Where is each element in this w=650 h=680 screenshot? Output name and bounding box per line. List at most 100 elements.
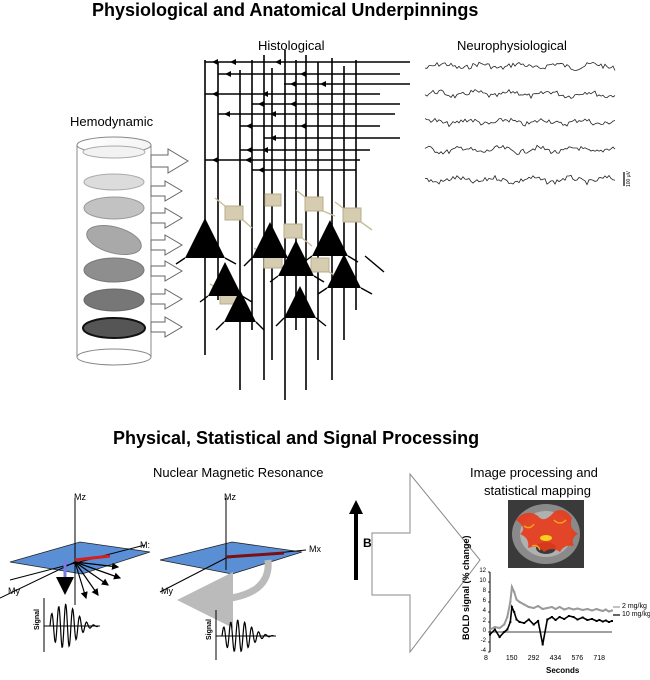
brain-activation-map [508, 500, 584, 568]
chart-point [604, 619, 607, 622]
chart-y-tick-label: -4 [480, 648, 486, 654]
fid-axes [43, 598, 276, 660]
chart-point [518, 621, 521, 623]
fid-wave-1 [49, 603, 99, 648]
fid-signal-2 [221, 619, 275, 653]
chart-point [572, 608, 575, 611]
chart-point [550, 616, 553, 618]
chart-point [581, 616, 584, 619]
chart-point [586, 608, 589, 610]
bottom-title: Physical, Statistical and Signal Process… [113, 428, 480, 448]
chart-point [523, 622, 526, 624]
chart-point [489, 633, 491, 636]
chart-y-tick-label: 8 [482, 588, 486, 594]
chart-legend-label: 2 mg/kg [622, 603, 647, 610]
b0-letter: B [363, 536, 372, 550]
chart-point [527, 618, 530, 621]
chart-point [581, 609, 584, 611]
chart-point [523, 603, 526, 606]
chart-point [510, 606, 513, 608]
chart-xlabel: Seconds [546, 666, 580, 675]
chart-point [546, 618, 549, 621]
chart-x-tick-label: 8 [484, 655, 488, 662]
chart-y-tick-label: 2 [482, 618, 486, 624]
chart-point [572, 616, 575, 618]
chart-x-tick-label: 292 [527, 655, 540, 662]
chart-x-tick-label: 150 [505, 655, 518, 662]
chart-point [591, 609, 593, 612]
chart-point [591, 618, 593, 620]
chart-point [554, 619, 557, 621]
label-nmr: Nuclear Magnetic Resonance [153, 465, 324, 480]
neuro-trace-2 [424, 88, 616, 100]
chart-point [541, 643, 544, 646]
chart-point [563, 618, 566, 620]
neuro-trace-5 [424, 174, 616, 186]
chart-point [558, 616, 561, 618]
chart-point [563, 608, 566, 611]
chart-y-tick-label: 4 [482, 608, 486, 614]
chart-y-tick-label: 12 [479, 568, 486, 574]
chart-point [493, 628, 496, 631]
chart-point [510, 586, 513, 588]
chart-y-tick-label: -2 [480, 638, 486, 644]
hemo-disks [82, 145, 146, 339]
chart-point [518, 601, 521, 603]
chart-point [595, 620, 598, 622]
chart-point [515, 618, 518, 621]
chart-point [567, 615, 570, 617]
chart-legend-label: 10 mg/kg [622, 611, 650, 618]
chart-ylabel-text: BOLD signal (% change) [461, 535, 471, 640]
chart-y-tick-label: 10 [479, 578, 486, 584]
nmr1-mz-label: Mz [74, 492, 86, 502]
chart-point [546, 607, 549, 609]
fid-signal-1 [49, 603, 99, 648]
hemodynamic-cylinder [76, 136, 152, 366]
chart-point [509, 601, 512, 603]
processing-arrow [371, 472, 481, 654]
nmr-diagram-2 [159, 498, 307, 628]
chart-ylabel-1: BOLD signal (% change) [461, 535, 471, 640]
pyramidal-neurons [185, 218, 361, 322]
chart-point [601, 610, 604, 612]
histology-network [204, 50, 410, 400]
chart-point [515, 598, 518, 601]
nmr2-mz-label: Mz [224, 492, 236, 502]
chart-point [506, 628, 509, 631]
chart-point [503, 623, 506, 626]
hemo-arrows [150, 148, 189, 338]
neuro-trace-1 [424, 61, 616, 71]
nmr-diagram-1 [0, 498, 151, 605]
chart-point [595, 608, 598, 610]
neuron-dendrites [175, 255, 385, 331]
chart-point [611, 620, 613, 622]
label-hemodynamic: Hemodynamic [70, 114, 154, 129]
chart-point [576, 618, 579, 621]
chart-point [607, 610, 610, 613]
chart-point [604, 608, 607, 611]
chart-point [598, 609, 601, 611]
chart-point [586, 619, 589, 621]
neuro-trace-4 [424, 144, 616, 155]
chart-point [506, 616, 509, 618]
chart-point [537, 605, 540, 607]
chart-point [607, 621, 610, 623]
fid-wave-2 [221, 619, 275, 653]
histology-arrowheads [212, 59, 326, 173]
chart-point [550, 606, 553, 608]
chart-x-tick-label: 576 [571, 655, 584, 662]
chart-point [513, 611, 516, 613]
chart-point [493, 626, 496, 628]
chart-point [498, 636, 501, 638]
chart-point [527, 606, 530, 608]
chart-point [576, 607, 579, 610]
chart-point [554, 608, 557, 610]
bold-chart [488, 571, 620, 653]
chart-point [489, 628, 491, 631]
chart-point [498, 627, 501, 629]
chart-point [532, 607, 535, 609]
glia-cells [219, 193, 362, 305]
neuro-traces [424, 61, 616, 186]
chart-point [537, 620, 540, 622]
